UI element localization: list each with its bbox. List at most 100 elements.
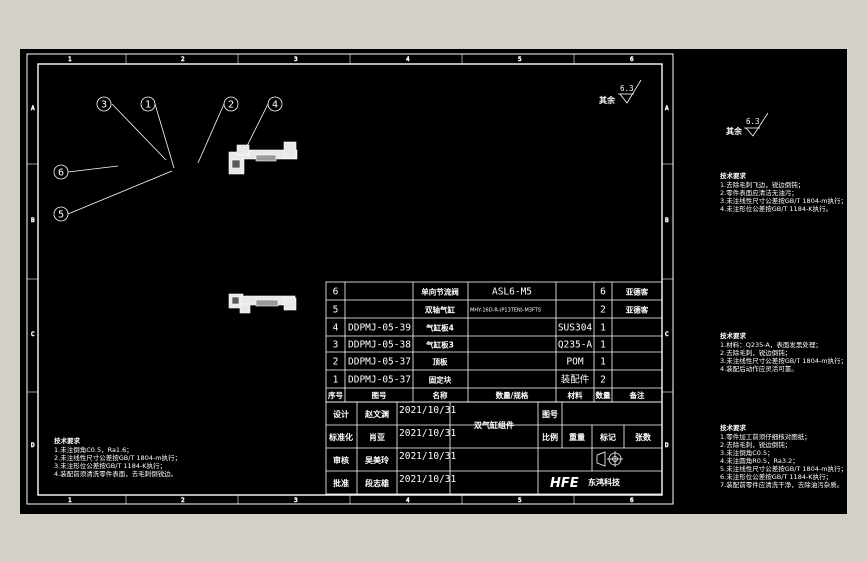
title-block-scale-label: 重量 xyxy=(569,432,585,442)
balloon-number: 2 xyxy=(228,100,234,111)
title-block-date: 2021/10/31 xyxy=(399,474,456,485)
zone-letter-right: C xyxy=(665,331,669,338)
leader-lines xyxy=(67,103,269,215)
balloon-circle xyxy=(267,96,283,112)
side-notes-line: 2.去除毛刺，锐边倒钝； xyxy=(720,440,791,449)
bom-row-number: 3 xyxy=(333,340,339,351)
bom-row-material: POM xyxy=(566,357,583,368)
title-block xyxy=(325,401,663,495)
title-block-date: 2021/10/31 xyxy=(399,405,456,416)
title-block-name: 段志雄 xyxy=(365,478,389,488)
bom-row-number: 1 xyxy=(333,375,339,386)
side-notes-line: 3.未注线性尺寸公差按GB/T 1804-m执行； xyxy=(720,356,847,365)
projection-symbol-icon xyxy=(596,451,623,467)
drawing-background xyxy=(20,49,847,514)
zone-number-top: 2 xyxy=(181,56,185,63)
bom-row-spec: MHY-16D-R-(P13TEN)-M3FTS xyxy=(470,308,541,314)
bom-row-code: DDPMJ-05-38 xyxy=(348,340,411,351)
zone-number-bottom: 3 xyxy=(294,497,298,504)
bom-row-qty: 2 xyxy=(600,375,606,386)
balloon-number: 4 xyxy=(272,100,278,111)
side-notes-line: 1.零件加工前须仔细核对图纸； xyxy=(720,432,811,441)
technical-notes-side: 技术要求1.去除毛刺飞边，锐边倒钝；2.零件表面应清洁无油污；3.未注线性尺寸公… xyxy=(720,171,847,489)
bom-header-cell: 数量/规格 xyxy=(496,390,529,400)
title-block-role: 标准化 xyxy=(328,432,353,442)
bom-row-qty: 1 xyxy=(600,340,606,351)
notes-title: 技术要求 xyxy=(54,436,81,445)
title-block-scale-label: 比例 xyxy=(542,432,558,442)
bom-header-cell: 图号 xyxy=(372,391,387,400)
balloon-number: 5 xyxy=(58,210,64,221)
side-notes-title: 技术要求 xyxy=(720,331,747,340)
zone-number-bottom: 4 xyxy=(406,497,410,504)
company-name: 东鸿科技 xyxy=(588,477,621,487)
bom-row-qty: 2 xyxy=(600,305,606,316)
title-block-scale-label: 标记 xyxy=(599,432,616,442)
bom-header-cell: 材料 xyxy=(568,390,583,400)
side-roughness-value: 6.3 xyxy=(746,117,760,126)
balloon-number: 1 xyxy=(145,100,151,111)
notes-line: 2.未注线性尺寸公差按GB/T 1804-m执行； xyxy=(54,453,181,462)
cylinder-assembly-lower xyxy=(228,293,297,314)
roughness-value: 6.3 xyxy=(620,84,634,93)
side-notes-line: 4.装配后动作应灵活可靠。 xyxy=(720,364,798,373)
bom-table xyxy=(325,281,663,403)
notes-line: 3.未注形位公差按GB/T 1184-K执行； xyxy=(54,461,166,470)
zone-letter-right: B xyxy=(665,217,669,224)
title-block-role: 批准 xyxy=(333,478,349,488)
title-block-date: 2021/10/31 xyxy=(399,428,456,439)
notes-line: 1.未注倒角C0.5，Ra1.6； xyxy=(54,445,133,454)
zone-letter-right: A xyxy=(665,105,669,112)
bom-header-cell: 数量 xyxy=(596,390,611,400)
zone-number-top: 6 xyxy=(630,56,634,63)
bom-row-remark: 亚德客 xyxy=(626,305,649,315)
bom-row-name: 顶板 xyxy=(433,357,448,367)
zone-letter-left: D xyxy=(31,442,35,449)
side-notes-title: 技术要求 xyxy=(720,171,747,180)
bom-row-number: 5 xyxy=(333,305,339,316)
title-block-name: 赵文渊 xyxy=(364,409,389,419)
side-notes-line: 4.未注形位公差按GB/T 1184-K执行。 xyxy=(720,204,832,213)
zone-letter-left: C xyxy=(31,331,35,338)
bom-row-name: 双轴气缸 xyxy=(425,305,455,315)
side-notes-line: 2.零件表面应清洁无油污； xyxy=(720,188,798,197)
zone-number-bottom: 1 xyxy=(68,497,72,504)
bom-row-qty: 6 xyxy=(600,287,606,298)
bom-row-name: 单向节流阀 xyxy=(421,287,459,297)
side-notes-line: 3.未注线性尺寸公差按GB/T 1804-m执行； xyxy=(720,196,847,205)
cylinder-assembly-upper xyxy=(228,141,298,175)
company-logo: HFE xyxy=(550,476,579,491)
title-block-name: 吴美玲 xyxy=(365,455,390,465)
bom-row-material: Q235-A xyxy=(558,340,593,351)
side-notes-line: 6.未注形位公差按GB/T 1184-K执行； xyxy=(720,472,832,481)
roughness-symbol-icon xyxy=(618,79,642,104)
side-notes-line: 4.未注圆角R0.5，Ra3.2； xyxy=(720,456,799,465)
bom-header-cell: 序号 xyxy=(328,390,343,400)
bom-row-qty: 1 xyxy=(600,357,606,368)
zone-number-top: 5 xyxy=(518,56,522,63)
roughness-label: 其余 xyxy=(599,95,616,105)
balloon-circle xyxy=(53,164,69,180)
balloon-circle xyxy=(96,96,112,112)
side-notes-title: 技术要求 xyxy=(720,423,747,432)
balloon-number: 3 xyxy=(101,100,107,111)
bom-row-name: 气缸板4 xyxy=(425,323,454,333)
zone-number-bottom: 6 xyxy=(630,497,634,504)
bom-row-code: DDPMJ-05-39 xyxy=(348,323,411,334)
title-block-role: 设计 xyxy=(333,409,349,419)
title-block-name: 肖亚 xyxy=(369,432,385,442)
title-block-scale-label: 张数 xyxy=(635,432,652,442)
bom-row-name: 气缸板3 xyxy=(425,340,454,350)
title-block-mark: 图号 xyxy=(542,410,558,419)
bom-row-remark: 亚德客 xyxy=(626,287,649,297)
balloon-number: 6 xyxy=(58,168,64,179)
bom-row-qty: 1 xyxy=(600,323,606,334)
side-notes-line: 7.装配前零件应清洗干净，去除油污杂质。 xyxy=(720,480,843,489)
bom-row-number: 6 xyxy=(333,287,339,298)
zone-letter-left: A xyxy=(31,105,35,112)
notes-line: 4.装配前须清洗零件表面，去毛刺倒锐边。 xyxy=(54,469,177,478)
